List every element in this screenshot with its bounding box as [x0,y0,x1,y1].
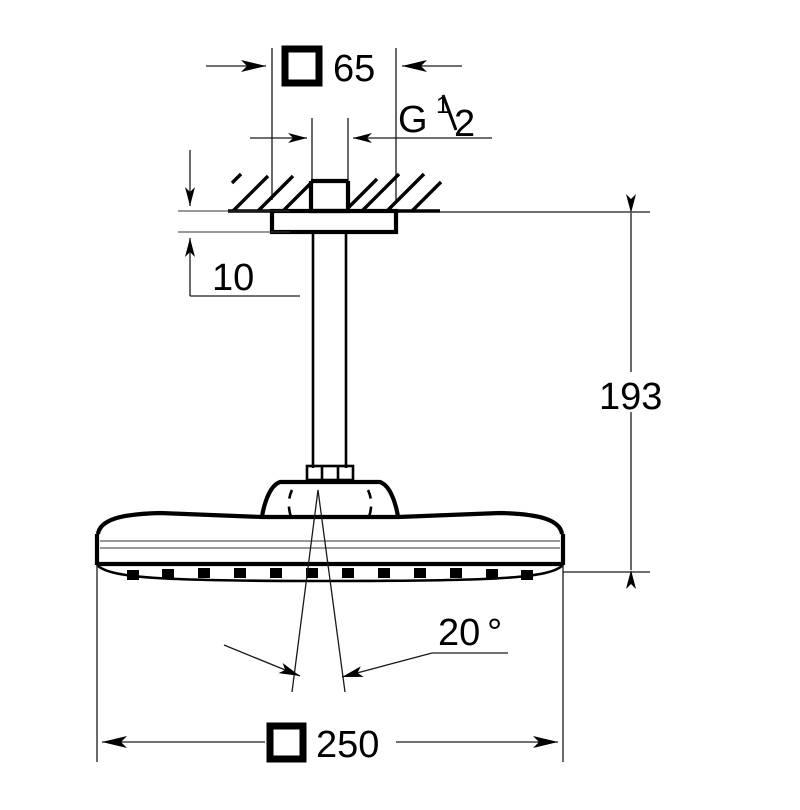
hatch-stroke [410,180,443,213]
hatch-stroke [256,174,295,213]
dimension-spray-angle-20: 20 ° [223,612,508,678]
nozzle [486,569,498,579]
hatch-stroke [231,174,270,213]
nozzle [414,568,426,578]
dimension-drop-height-193: 193 [563,194,662,589]
dim-label-20: 20 [438,612,480,654]
angle-leader-right [341,652,433,678]
spray-line-left [291,489,319,693]
dim-label-g: G [398,99,428,141]
dim-label-numerator: 1 [436,92,449,119]
nozzle [162,569,174,579]
head-center-boss [259,479,401,518]
shower-head-body [94,479,566,583]
hatch-stroke [281,179,315,213]
nozzle [521,570,533,580]
spray-nozzle-row [127,568,533,580]
spray-line-right [317,489,346,693]
ceiling-flange [269,178,399,235]
head-top-profile [95,510,565,535]
connector-nut [305,464,355,482]
nozzle [127,570,139,580]
nozzle [450,568,462,578]
nozzle [234,568,246,578]
dim-label-193: 193 [599,376,662,418]
hatch-stroke [347,177,379,209]
flange-boss [308,181,351,214]
angle-leader-left [223,644,301,677]
square-symbol-icon [266,722,307,763]
drop-arm-tube [311,232,348,468]
nozzle [378,568,390,578]
dimension-head-width-250: 250 [96,565,564,766]
hidden-internal-line [287,489,294,518]
fraction-slash [441,94,458,131]
hatch-stroke [360,172,401,213]
square-symbol-icon [281,45,323,87]
flange-plate [269,208,399,235]
dim-label-250: 250 [316,724,379,766]
dim-label-10: 10 [212,257,254,299]
degree-symbol-icon: ° [487,612,502,654]
nut-body [305,464,355,482]
nozzle [270,568,282,578]
dimension-flange-thickness-10: 10 [178,150,300,299]
hatch-stroke [385,172,426,213]
nozzle [306,568,318,578]
hatch-stroke [230,172,243,185]
dim-label-65: 65 [333,48,375,90]
hidden-internal-line [366,489,373,518]
dim-label-denominator: 2 [454,103,475,145]
nozzle [198,568,210,578]
dimension-flange-width-65: 65 [206,45,462,200]
nozzle [342,568,354,578]
ceiling-hatching [228,172,650,213]
spray-cone-lines [291,489,346,693]
